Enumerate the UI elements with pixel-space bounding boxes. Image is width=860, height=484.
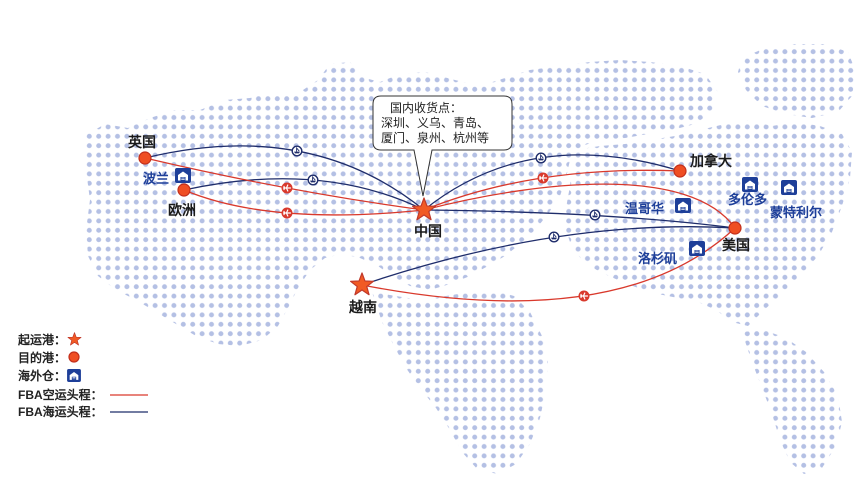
legend-destination-port-label: 目的港： [18,350,66,365]
warehouse-icon [742,177,758,192]
red-dot-icon [68,351,80,363]
destination-ports [138,151,742,235]
legend: 起运港： 目的港： 海外仓： FBA空运头程： FBA海运头程： [17,332,148,419]
map-landmass-eurasia-africa [86,60,718,346]
label-canada: 加拿大 [689,153,732,169]
plane-icon [281,207,293,219]
legend-fba-sea-label: FBA海运头程： [18,404,103,419]
map-landmass-greenland [738,44,856,118]
star-icon [67,332,82,346]
callout-line-1: 深圳、义乌、青岛、 [381,115,489,130]
plane-icon [578,290,590,302]
callout-line-2: 厦门、泉州、杭州等 [381,130,489,145]
label-poland: 波兰 [143,171,169,186]
warehouse-icon [67,369,81,382]
legend-origin-port-label: 起运港： [17,332,66,347]
port-labels: 英国 欧洲 中国 加拿大 美国 越南 [127,134,750,315]
warehouse-icon [175,168,191,183]
label-toronto: 多伦多 [728,192,767,207]
ship-icon [535,152,547,164]
map-landmass-south-america [742,330,842,474]
ship-icon [291,145,303,157]
legend-fba-air-label: FBA空运头程： [18,387,103,402]
warehouse-labels: 波兰 多伦多 蒙特利尔 温哥华 洛杉矶 [143,171,822,266]
ship-icon [548,231,560,243]
label-europe: 欧洲 [168,202,196,218]
world-map-dots [86,44,856,474]
red-dot-icon [673,164,687,178]
map-landmass-south-asia-oceania [372,290,548,474]
red-dot-icon [728,221,742,235]
label-uk: 英国 [127,134,156,150]
plane-icon [537,172,549,184]
map-landmass-north-america [566,120,852,326]
ship-icon [307,174,319,186]
label-vietnam: 越南 [348,299,377,315]
red-dot-icon [177,183,191,197]
legend-overseas-warehouse-label: 海外仓： [18,368,66,383]
star-icon [349,272,375,296]
label-usa: 美国 [722,237,750,253]
label-vancouver: 温哥华 [625,201,664,216]
warehouse-icon [689,241,705,256]
label-montreal: 蒙特利尔 [770,205,822,220]
warehouse-icon [781,180,797,195]
warehouse-icon [675,198,691,213]
domestic-collection-callout: 国内收货点： 深圳、义乌、青岛、 厦门、泉州、杭州等 [372,95,513,197]
label-china: 中国 [414,223,442,239]
callout-title: 国内收货点： [390,100,462,115]
label-los-angeles: 洛杉矶 [638,251,677,266]
plane-icon [281,182,293,194]
red-dot-icon [138,151,152,165]
air-route-china-usa [423,183,736,229]
ship-icon [589,209,601,221]
callout-bubble [372,95,513,197]
